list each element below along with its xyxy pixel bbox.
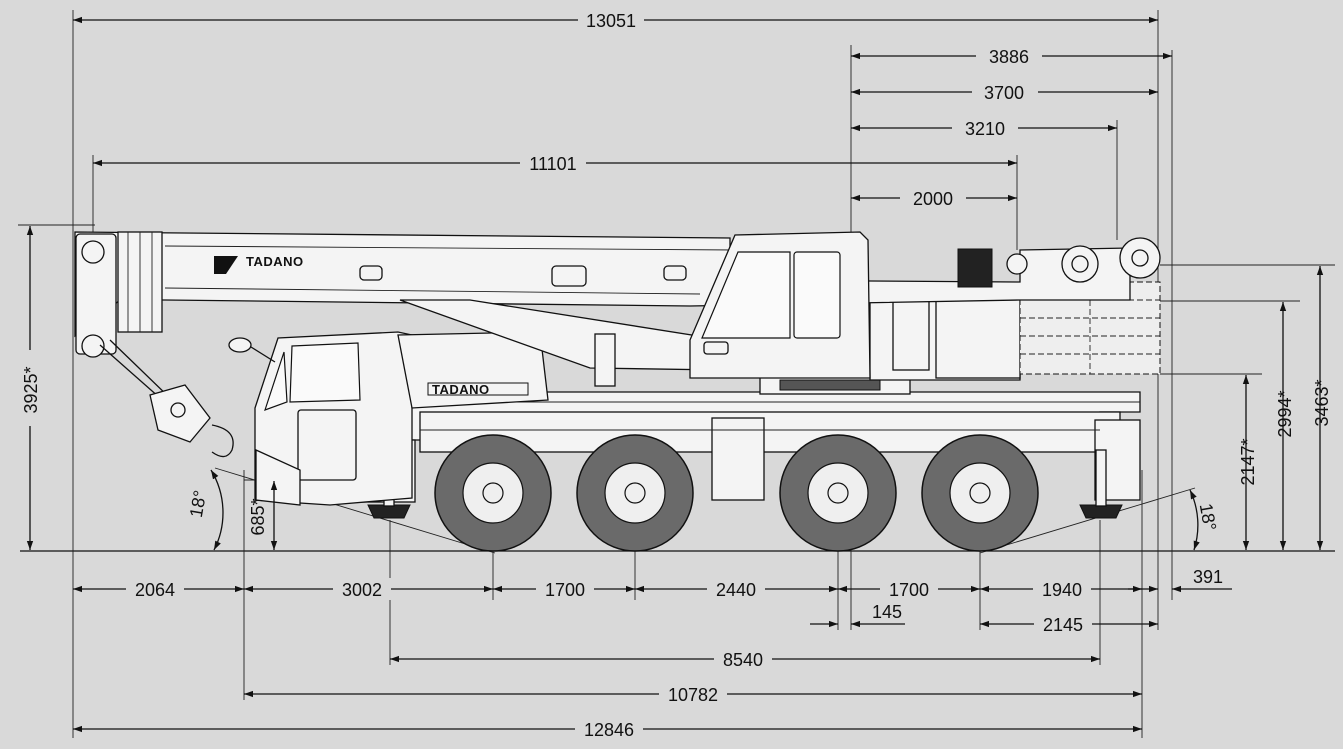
wheel-axle-3 bbox=[779, 434, 897, 552]
label-685: 685* bbox=[248, 498, 268, 535]
front-outrigger-pad bbox=[367, 504, 411, 519]
crane-vehicle: TADANO TAD bbox=[74, 231, 1161, 552]
wheel-axle-1 bbox=[434, 434, 552, 552]
dim-arc-right-angle bbox=[1189, 489, 1200, 551]
label-10782: 10782 bbox=[668, 685, 718, 705]
driver-cab-window bbox=[289, 342, 361, 403]
slew-ring bbox=[779, 379, 881, 391]
label-1940: 1940 bbox=[1042, 580, 1082, 600]
label-3925: 3925* bbox=[21, 366, 41, 413]
label-8540: 8540 bbox=[723, 650, 763, 670]
access-ladder-box bbox=[892, 297, 930, 371]
label-3700: 3700 bbox=[984, 83, 1024, 103]
label-145: 145 bbox=[872, 602, 902, 622]
label-1700a: 1700 bbox=[545, 580, 585, 600]
boom-logo: TADANO bbox=[214, 254, 304, 274]
label-right-angle: 18° bbox=[1196, 502, 1220, 532]
label-2994: 2994* bbox=[1275, 390, 1295, 437]
dim-arc-left-angle bbox=[210, 469, 224, 551]
side-box bbox=[711, 417, 765, 501]
hood-logo-plate bbox=[427, 382, 529, 396]
boom-logo-text: TADANO bbox=[246, 254, 304, 269]
label-1700b: 1700 bbox=[889, 580, 929, 600]
hook bbox=[211, 424, 234, 458]
boom-head-sheave-top bbox=[81, 240, 105, 264]
label-2440: 2440 bbox=[716, 580, 756, 600]
label-2145: 2145 bbox=[1043, 615, 1083, 635]
label-3463: 3463* bbox=[1312, 379, 1332, 426]
label-391: 391 bbox=[1193, 567, 1223, 587]
wheel-axle-4 bbox=[921, 434, 1039, 552]
label-2147: 2147* bbox=[1238, 438, 1258, 485]
label-3002: 3002 bbox=[342, 580, 382, 600]
label-3886: 3886 bbox=[989, 47, 1029, 67]
boom-pivot-pin bbox=[1006, 253, 1028, 275]
boom-head-sheave-bottom bbox=[81, 334, 105, 358]
operator-cab-door bbox=[793, 251, 841, 339]
radiator-grille bbox=[957, 248, 993, 288]
engine-housing bbox=[935, 293, 1021, 379]
cab-door bbox=[297, 409, 357, 481]
label-11101: 11101 bbox=[529, 154, 576, 174]
windshield bbox=[264, 351, 288, 411]
label-2064: 2064 bbox=[135, 580, 175, 600]
operator-cab-window-front bbox=[701, 251, 791, 339]
front-bumper bbox=[255, 448, 301, 506]
hoist-rope bbox=[109, 339, 173, 401]
departure-angle-line-rear bbox=[979, 487, 1196, 554]
rear-outrigger-pad bbox=[1079, 504, 1123, 519]
boom-side-panel bbox=[551, 265, 587, 287]
label-12846: 12846 bbox=[584, 720, 634, 740]
wheel-axle-2 bbox=[576, 434, 694, 552]
cylinder-mount bbox=[594, 333, 616, 387]
dimension-labels: 13051 3886 3700 3210 11101 2000 3925* 68… bbox=[18, 9, 1332, 740]
label-13051: 13051 bbox=[586, 11, 636, 31]
label-3210: 3210 bbox=[965, 119, 1005, 139]
side-mirror bbox=[228, 337, 252, 353]
label-2000: 2000 bbox=[913, 189, 953, 209]
label-left-angle: 18° bbox=[186, 489, 210, 519]
hood-logo-text: TADANO bbox=[432, 382, 490, 397]
